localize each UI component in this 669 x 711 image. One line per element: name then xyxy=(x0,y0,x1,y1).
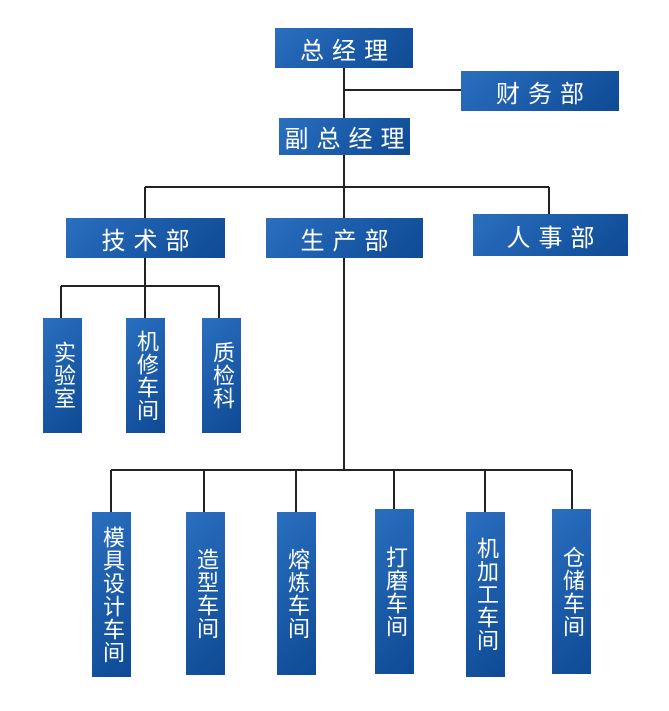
qc-box: 质检科 xyxy=(202,318,241,433)
finance-label: 财务部 xyxy=(496,79,592,108)
lab-box: 实验室 xyxy=(43,318,82,433)
deputy-gm-box: 副总经理 xyxy=(279,118,410,155)
smelting-workshop-box: 熔炼车间 xyxy=(277,512,316,675)
deputy-gm-label: 副总经理 xyxy=(284,125,413,153)
qc-label: 质检科 xyxy=(209,341,234,410)
grinding-workshop-label: 打磨车间 xyxy=(382,545,407,638)
finance-box: 财务部 xyxy=(461,71,619,111)
lab-label: 实验室 xyxy=(50,341,75,410)
mold-design-workshop-box: 模具设计车间 xyxy=(92,512,131,677)
repair-shop-label: 机修车间 xyxy=(133,329,158,422)
machining-workshop-label: 机加工车间 xyxy=(473,537,498,652)
tech-dept-label: 技术部 xyxy=(101,226,198,255)
molding-workshop-label: 造型车间 xyxy=(193,547,218,640)
gm-label: 总经理 xyxy=(300,36,396,65)
machining-workshop-box: 机加工车间 xyxy=(466,512,505,677)
repair-shop-box: 机修车间 xyxy=(126,318,165,433)
tech-dept-box: 技术部 xyxy=(66,218,225,258)
hr-dept-box: 人事部 xyxy=(473,214,628,256)
warehouse-workshop-box: 仓储车间 xyxy=(552,509,591,674)
hr-dept-label: 人事部 xyxy=(506,223,603,252)
molding-workshop-box: 造型车间 xyxy=(186,512,225,675)
gm-box: 总经理 xyxy=(275,28,413,68)
production-dept-box: 生产部 xyxy=(266,218,423,258)
smelting-workshop-label: 熔炼车间 xyxy=(284,547,309,640)
warehouse-workshop-label: 仓储车间 xyxy=(559,545,584,638)
mold-design-workshop-label: 模具设计车间 xyxy=(99,525,124,664)
production-dept-label: 生产部 xyxy=(300,226,397,255)
grinding-workshop-box: 打磨车间 xyxy=(375,509,414,674)
